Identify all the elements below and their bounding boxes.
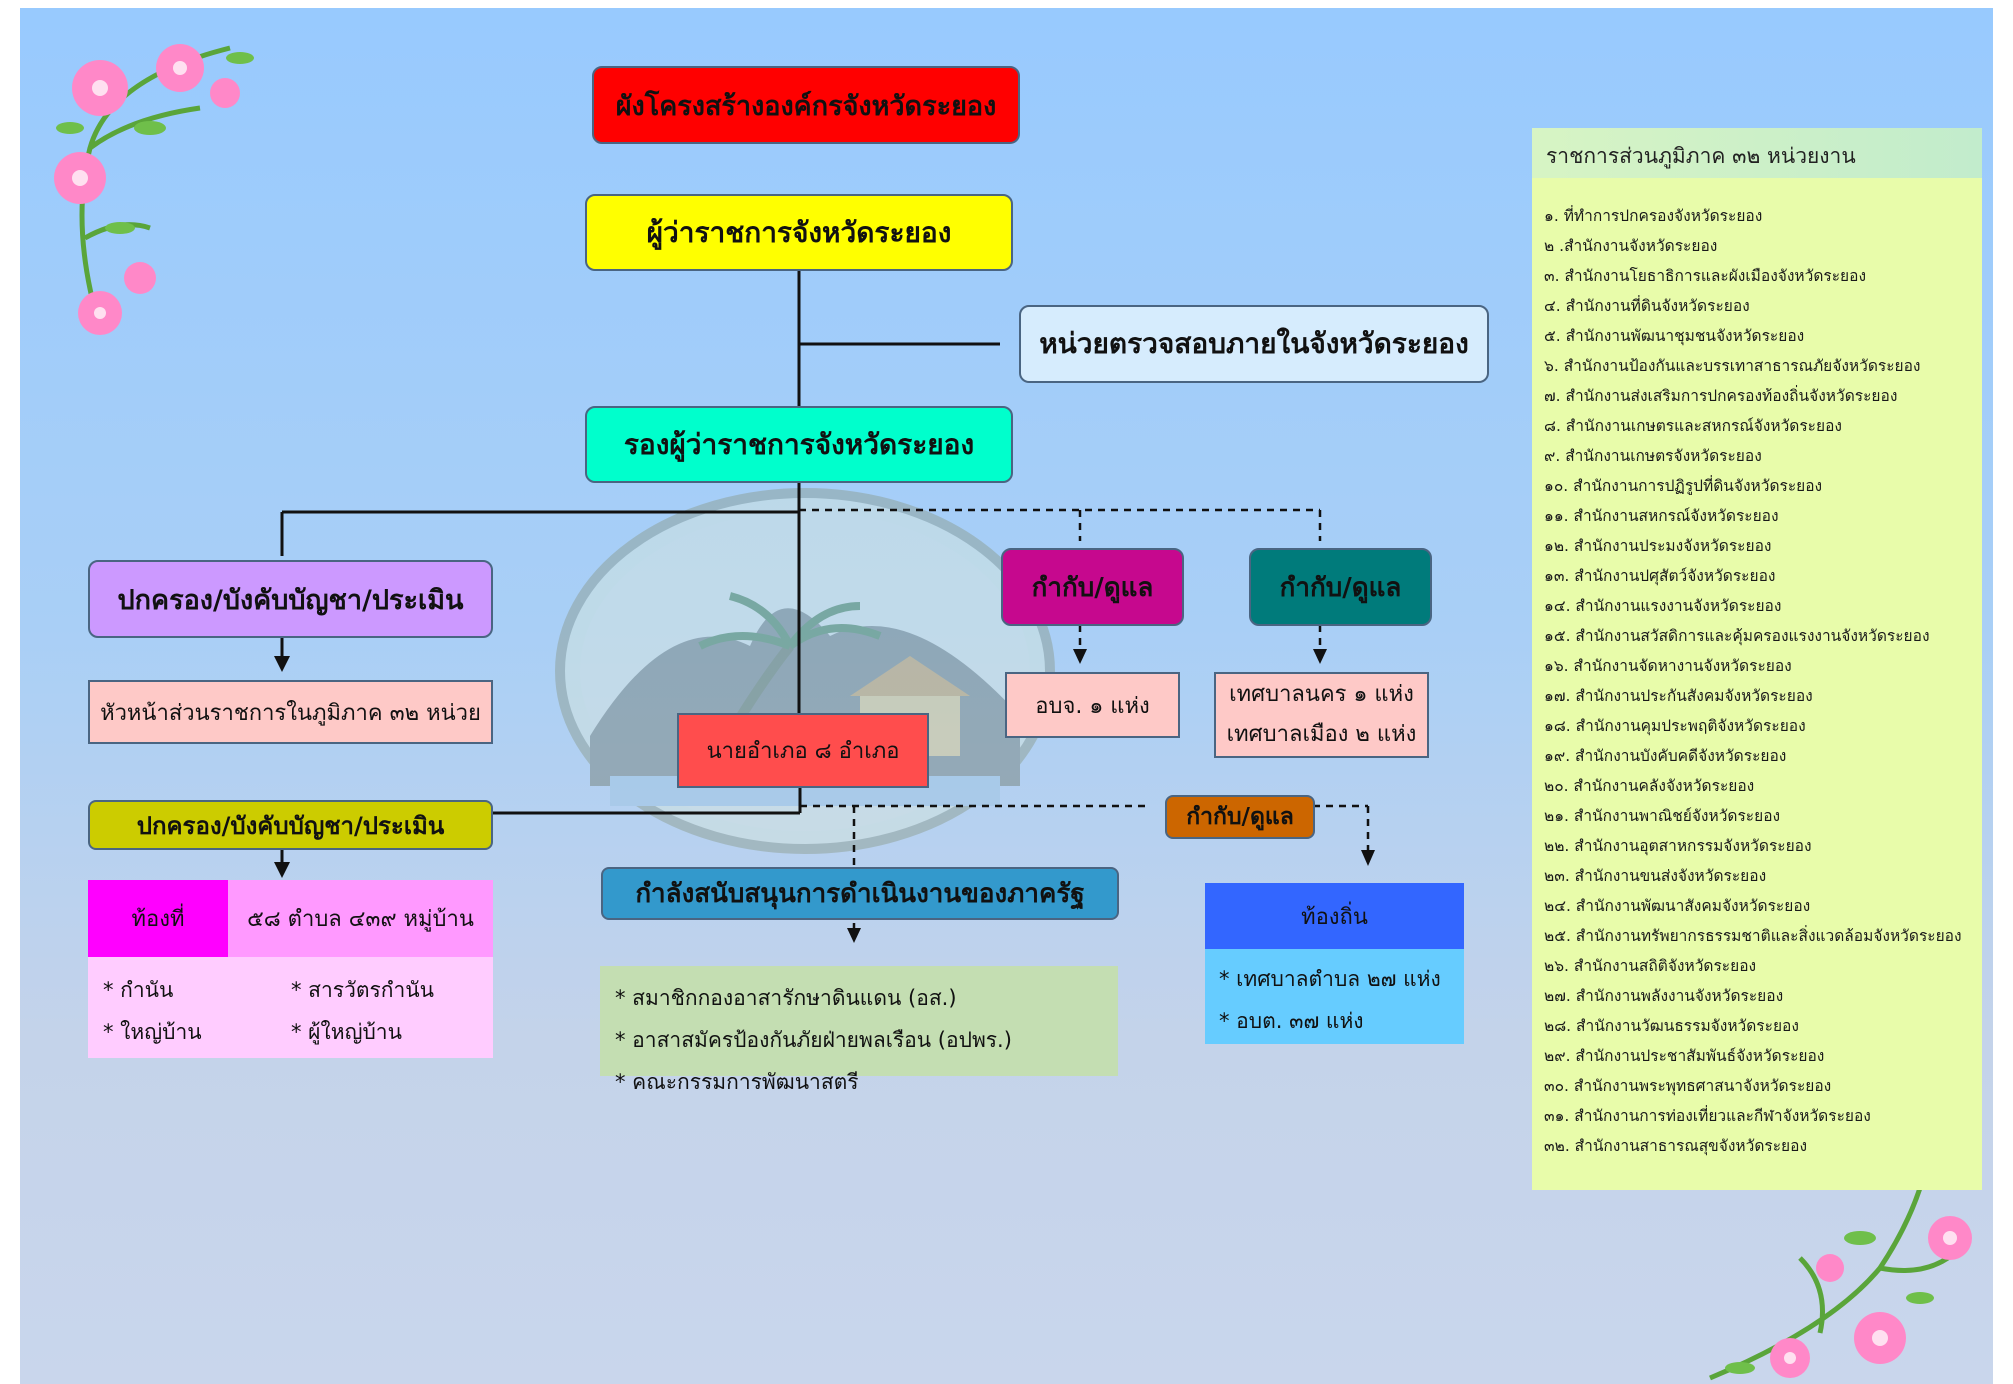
support-item-civil-defense: * อาสาสมัครป้องกันภัยฝ่ายพลเรือน (อปพร.) xyxy=(615,1028,1012,1052)
agency-item: ๑๖. สำนักงานจัดหางานจังหวัดระยอง xyxy=(1544,657,1792,675)
government-support-title: กำลังสนับสนุนการดำเนินงานของภาครัฐ xyxy=(601,867,1119,920)
agency-item: ๘. สำนักงานเกษตรและสหกรณ์จังหวัดระยอง xyxy=(1544,417,1842,435)
governor-box: ผู้ว่าราชการจังหวัดระยอง xyxy=(585,194,1013,271)
regional-agencies-header: ราชการส่วนภูมิภาค ๓๒ หน่วยงาน xyxy=(1532,128,1982,178)
agency-item: ๒ .สำนักงานจังหวัดระยอง xyxy=(1544,237,1718,255)
government-support-box: * สมาชิกกองอาสารักษาดินแดน (อส.) * อาสาส… xyxy=(600,966,1118,1094)
agency-item: ๒๓. สำนักงานขนส่งจังหวัดระยอง xyxy=(1544,867,1767,885)
local-government-box: * เทศบาลตำบล ๒๗ แห่ง * อบต. ๓๗ แห่ง xyxy=(1205,949,1464,1044)
agency-item: ๑๗. สำนักงานประกันสังคมจังหวัดระยอง xyxy=(1544,687,1813,705)
agency-item: ๒๑. สำนักงานพาณิชย์จังหวัดระยอง xyxy=(1544,807,1781,825)
chart-title: ผังโครงสร้างองค์กรจังหวัดระยอง xyxy=(592,66,1020,144)
agency-item: ๑๙. สำนักงานบังคับคดีจังหวัดระยอง xyxy=(1544,747,1787,765)
supervise-box-municipal: กำกับ/ดูแล xyxy=(1249,548,1432,626)
locality-items-box: * กำนัน * สารวัตรกำนัน * ใหญ่บ้าน * ผู้ใ… xyxy=(88,957,493,1058)
agency-item: ๒๘. สำนักงานวัฒนธรรมจังหวัดระยอง xyxy=(1544,1017,1799,1035)
agency-item: ๒๙. สำนักงานประชาสัมพันธ์จังหวัดระยอง xyxy=(1544,1047,1825,1065)
agency-item: ๒๕. สำนักงานทรัพยากรธรรมชาติและสิ่งแวดล้… xyxy=(1544,927,1962,945)
regional-heads-box: หัวหน้าส่วนราชการในภูมิภาค ๓๒ หน่วย xyxy=(88,680,493,744)
agency-item: ๒๔. สำนักงานพัฒนาสังคมจังหวัดระยอง xyxy=(1544,897,1811,915)
agency-item: ๑๐. สำนักงานการปฏิรูปที่ดินจังหวัดระยอง xyxy=(1544,477,1823,495)
agency-item: ๓๐. สำนักงานพระพุทธศาสนาจังหวัดระยอง xyxy=(1544,1077,1832,1095)
municipal-town-label: เทศบาลเมือง ๒ แห่ง xyxy=(1226,722,1417,747)
locality-count: ๕๘ ตำบล ๔๓๙ หมู่บ้าน xyxy=(228,880,493,957)
regional-agencies-panel: ราชการส่วนภูมิภาค ๓๒ หน่วยงาน ๑. ที่ทำกา… xyxy=(1532,128,1982,1190)
administration-box: ปกครอง/บังคับบัญชา/ประเมิน xyxy=(88,560,493,638)
supervise-box-pao: กำกับ/ดูแล xyxy=(1001,548,1184,626)
agency-item: ๑๓. สำนักงานปศุสัตว์จังหวัดระยอง xyxy=(1544,567,1776,585)
locality-item-yai-ban: * ใหญ่บ้าน xyxy=(103,1020,202,1044)
org-chart-canvas: ผังโครงสร้างองค์กรจังหวัดระยอง ผู้ว่าราช… xyxy=(20,8,1993,1384)
district-chiefs-box: นายอำเภอ ๘ อำเภอ xyxy=(677,713,929,788)
support-item-volunteer-defense: * สมาชิกกองอาสารักษาดินแดน (อส.) xyxy=(615,986,957,1010)
regional-agencies-list: ๑. ที่ทำการปกครองจังหวัดระยอง๒ .สำนักงาน… xyxy=(1544,201,1962,1161)
local-government-title: ท้องถิ่น xyxy=(1205,883,1464,949)
local-item-tao: * อบต. ๓๗ แห่ง xyxy=(1219,1009,1364,1033)
supervise-box-local: กำกับ/ดูแล xyxy=(1165,795,1315,839)
agency-item: ๒๗. สำนักงานพลังงานจังหวัดระยอง xyxy=(1544,987,1784,1005)
agency-item: ๑๑. สำนักงานสหกรณ์จังหวัดระยอง xyxy=(1544,507,1779,525)
locality-item-kamnan: * กำนัน xyxy=(103,978,174,1002)
municipal-box: เทศบาลนคร ๑ แห่ง เทศบาลเมือง ๒ แห่ง xyxy=(1214,672,1429,758)
locality-item-village-headman: * ผู้ใหญ่บ้าน xyxy=(291,1020,402,1044)
local-item-subdistrict-municipality: * เทศบาลตำบล ๒๗ แห่ง xyxy=(1219,967,1441,991)
locality-label: ท้องที่ xyxy=(88,880,228,957)
agency-item: ๓. สำนักงานโยธาธิการและผังเมืองจังหวัดระ… xyxy=(1544,267,1867,285)
local-administration-box: ปกครอง/บังคับบัญชา/ประเมิน xyxy=(88,800,493,850)
support-item-women-committee: * คณะกรรมการพัฒนาสตรี xyxy=(615,1070,859,1094)
agency-item: ๖. สำนักงานป้องกันและบรรเทาสาธารณภัยจังห… xyxy=(1544,357,1921,375)
agency-item: ๕. สำนักงานพัฒนาชุมชนจังหวัดระยอง xyxy=(1544,327,1805,345)
agency-item: ๔. สำนักงานที่ดินจังหวัดระยอง xyxy=(1544,297,1750,315)
agency-item: ๑๘. สำนักงานคุมประพฤติจังหวัดระยอง xyxy=(1544,717,1806,735)
flower-top-left-icon xyxy=(54,44,254,335)
agency-item: ๒๐. สำนักงานคลังจังหวัดระยอง xyxy=(1544,777,1755,795)
pao-box: อบจ. ๑ แห่ง xyxy=(1005,672,1180,738)
regional-agencies-title: ราชการส่วนภูมิภาค ๓๒ หน่วยงาน xyxy=(1546,144,1856,168)
internal-audit-box: หน่วยตรวจสอบภายในจังหวัดระยอง xyxy=(1019,305,1489,383)
agency-item: ๒๖. สำนักงานสถิติจังหวัดระยอง xyxy=(1544,957,1757,975)
agency-item: ๗. สำนักงานส่งเสริมการปกครองท้องถิ่นจังห… xyxy=(1544,387,1898,405)
agency-item: ๑. ที่ทำการปกครองจังหวัดระยอง xyxy=(1544,207,1763,225)
agency-item: ๑๒. สำนักงานประมงจังหวัดระยอง xyxy=(1544,537,1772,555)
agency-item: ๑๔. สำนักงานแรงงานจังหวัดระยอง xyxy=(1544,597,1782,615)
connector-lines xyxy=(274,271,1375,943)
agency-item: ๒๒. สำนักงานอุตสาหกรรมจังหวัดระยอง xyxy=(1544,837,1812,855)
municipal-city-label: เทศบาลนคร ๑ แห่ง xyxy=(1229,682,1414,707)
deputy-governor-box: รองผู้ว่าราชการจังหวัดระยอง xyxy=(585,406,1013,483)
locality-item-kamnan-inspector: * สารวัตรกำนัน xyxy=(291,978,434,1002)
agency-item: ๙. สำนักงานเกษตรจังหวัดระยอง xyxy=(1544,447,1762,465)
agency-item: ๓๑. สำนักงานการท่องเที่ยวและกีฬาจังหวัดร… xyxy=(1544,1107,1871,1125)
agency-item: ๑๕. สำนักงานสวัสดิการและคุ้มครองแรงงานจั… xyxy=(1544,627,1930,645)
agency-item: ๓๒. สำนักงานสาธารณสุขจังหวัดระยอง xyxy=(1544,1137,1808,1155)
